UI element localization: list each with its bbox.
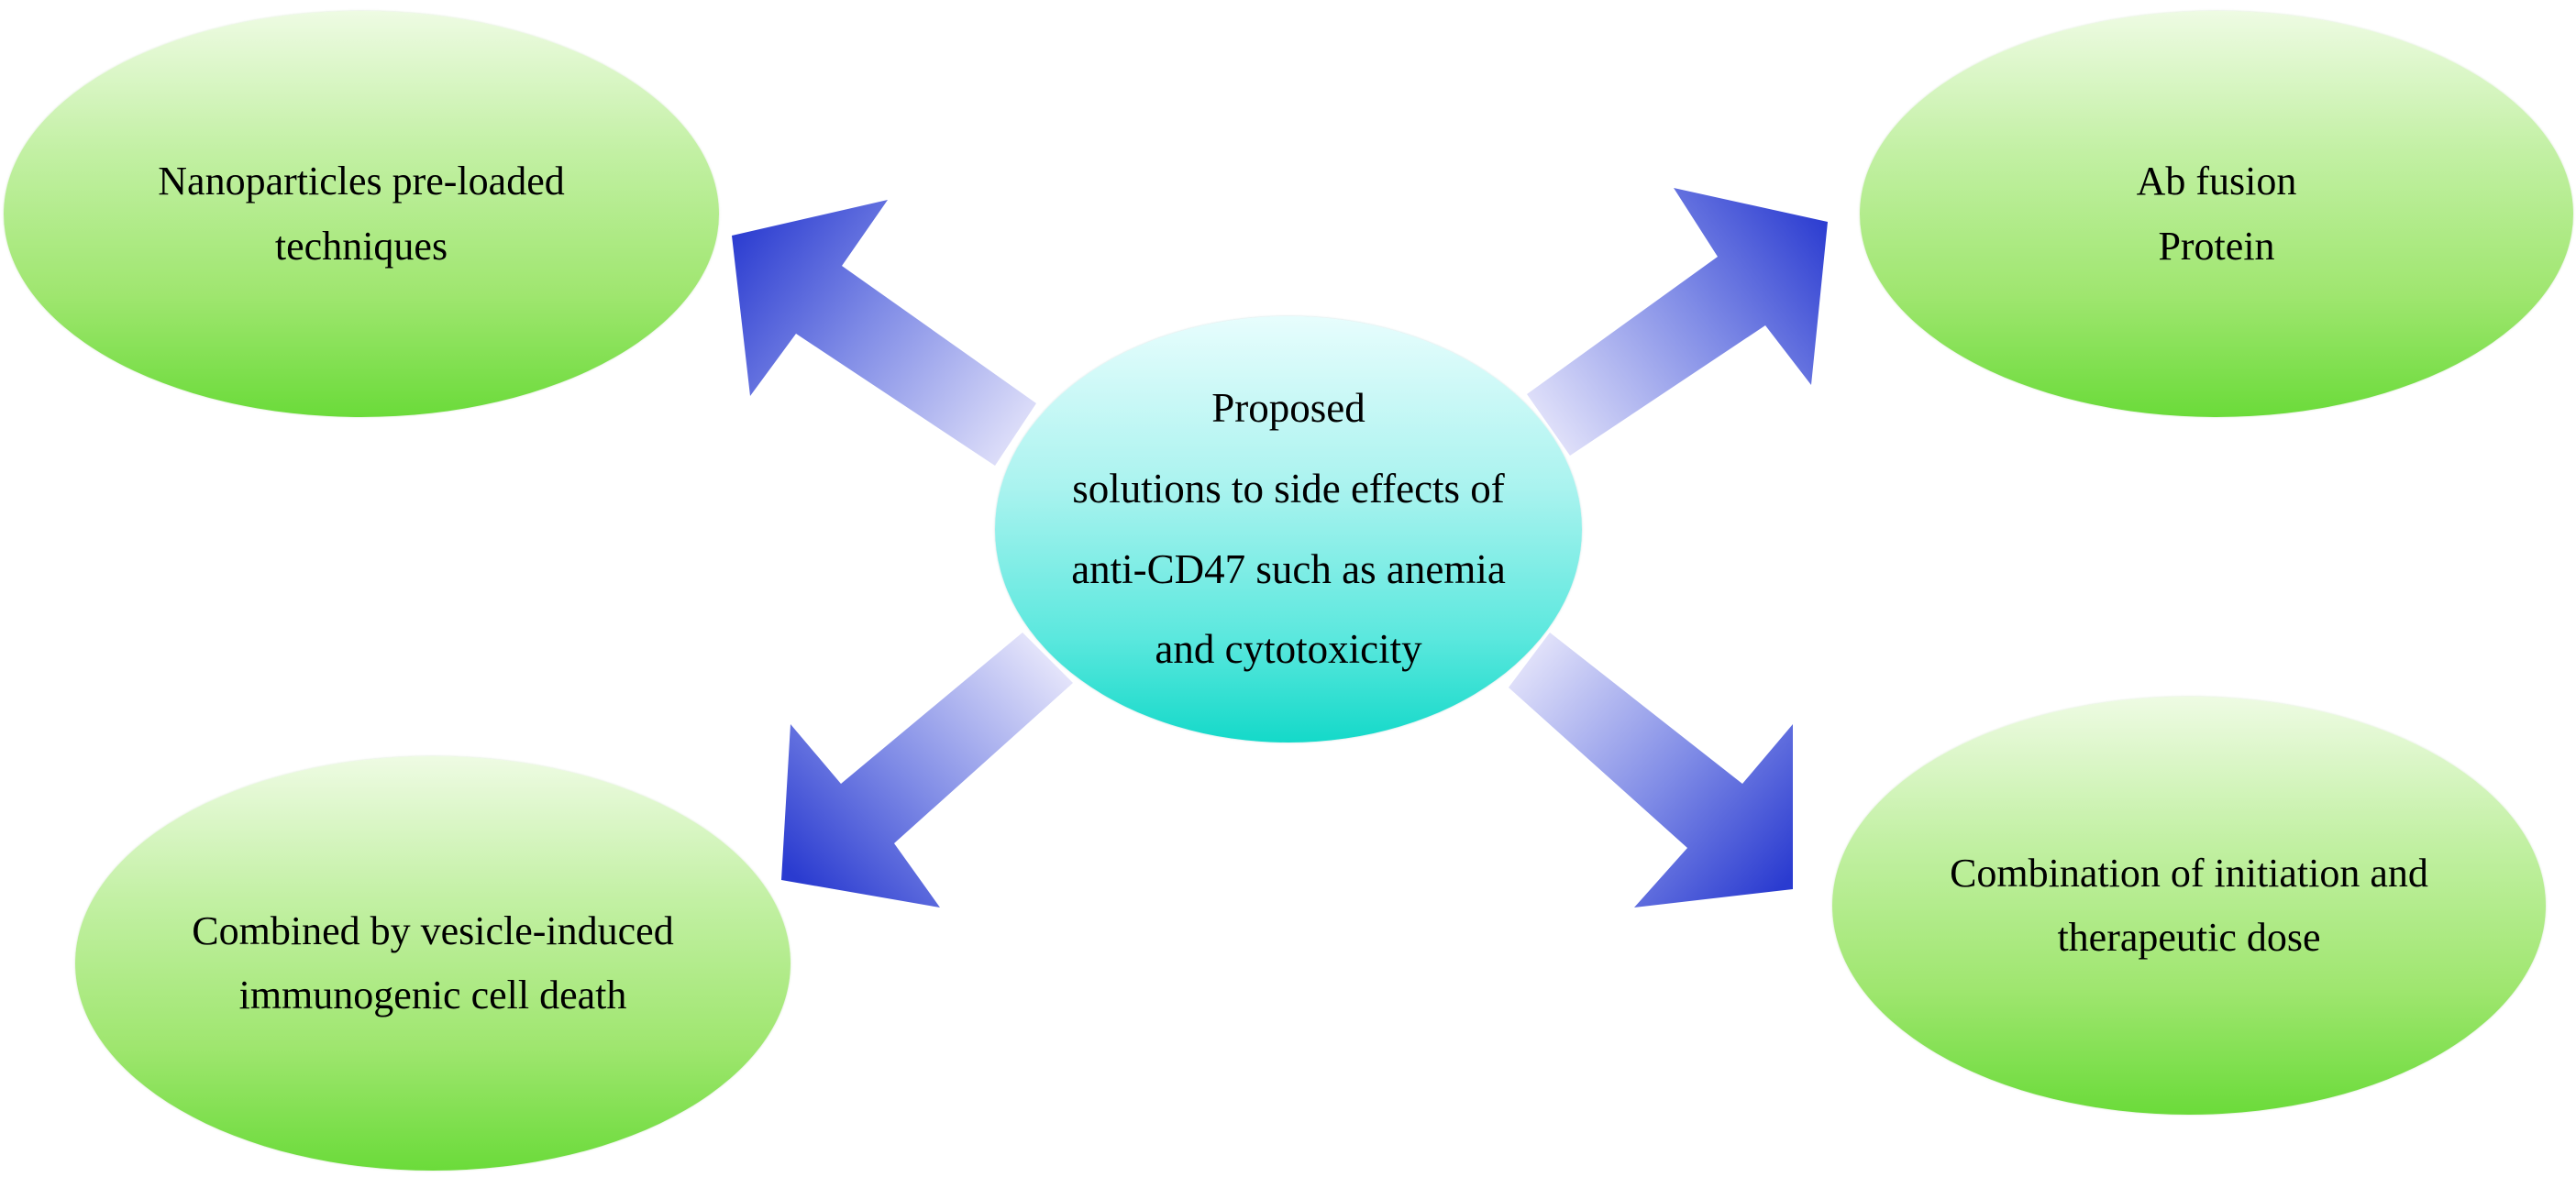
arrow-to-bottom-right [1509, 632, 1793, 908]
arrow-to-top-right [1527, 188, 1828, 456]
node-top-left-text: Nanoparticles pre-loaded techniques [158, 159, 565, 269]
node-bottom-right: Combination of initiation and therapeuti… [1832, 697, 2546, 1115]
node-bottom-left: Combined by vesicle-induced immunogenic … [75, 756, 790, 1171]
node-bottom-left-text: Combined by vesicle-induced immunogenic … [192, 908, 674, 1018]
node-center-text: Proposed solutions to side effects of an… [1071, 385, 1506, 673]
node-top-right: Ab fusion Protein [1860, 11, 2573, 417]
node-center: Proposed solutions to side effects of an… [995, 316, 1582, 742]
node-top-left: Nanoparticles pre-loaded techniques [4, 11, 719, 417]
arrow-to-bottom-left [781, 632, 1073, 908]
arrow-to-top-left [732, 200, 1036, 466]
node-top-right-text: Ab fusion Protein [2136, 159, 2297, 269]
node-bottom-right-text: Combination of initiation and therapeuti… [1950, 850, 2428, 960]
